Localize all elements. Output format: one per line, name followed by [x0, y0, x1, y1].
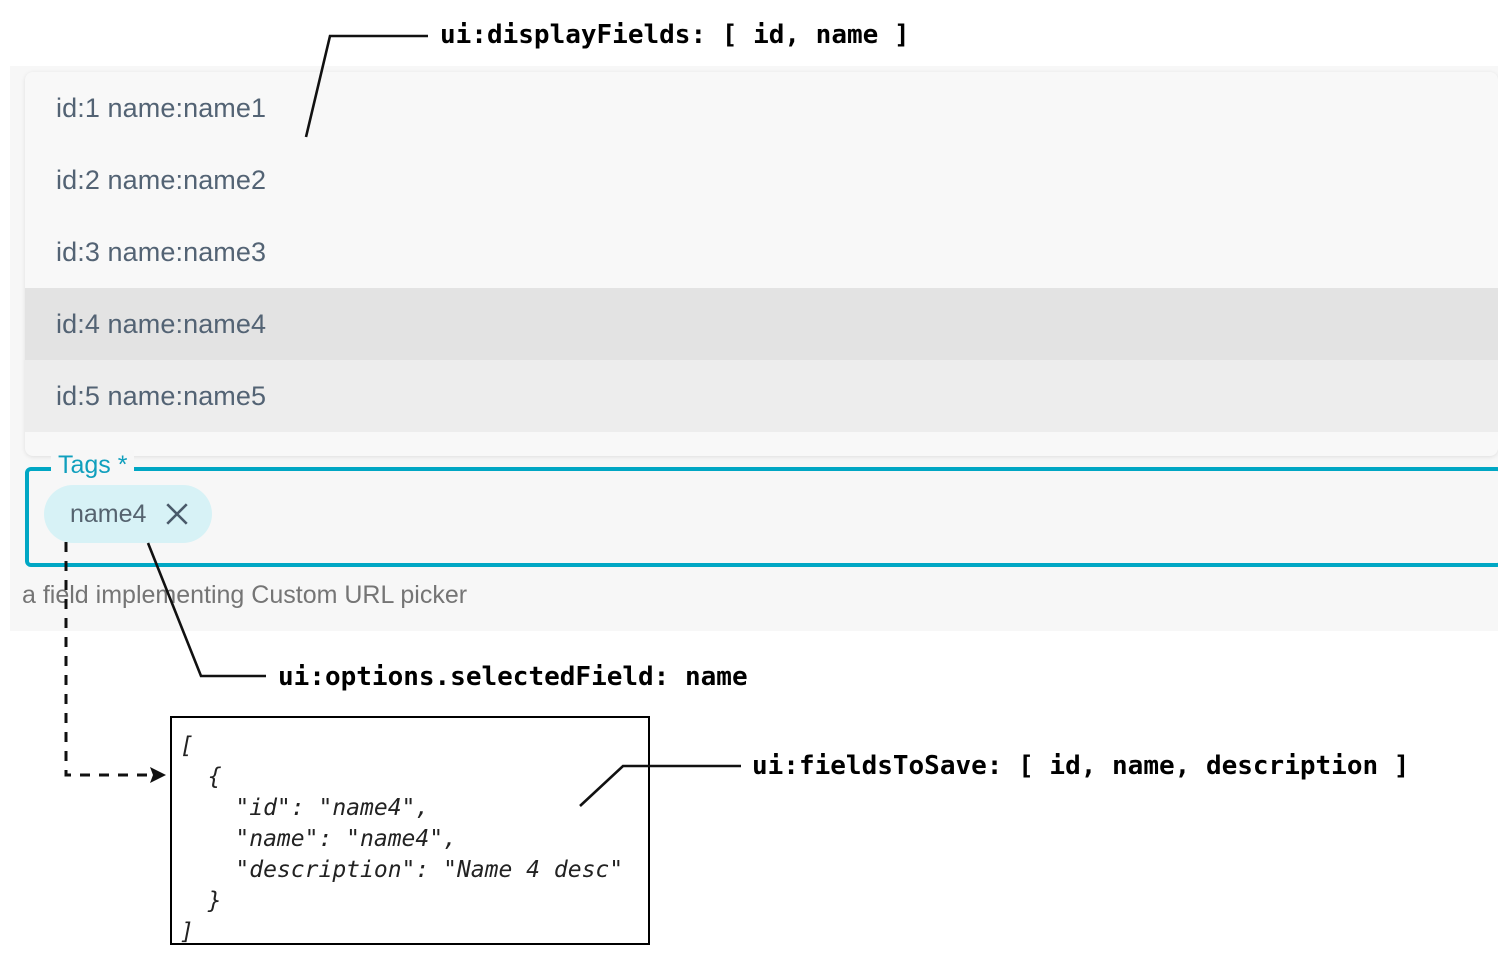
custom-url-picker-list[interactable]: id:1 name:name1 id:2 name:name2 id:3 nam…: [25, 72, 1498, 456]
annotation-fields-to-save: ui:fieldsToSave: [ id, name, description…: [752, 751, 1410, 781]
list-item[interactable]: id:3 name:name3: [56, 237, 267, 267]
saved-value-json-box: [ { "id": "name4", "name": "name4", "des…: [170, 716, 650, 945]
annotation-selected-field: ui:options.selectedField: name: [278, 662, 748, 692]
list-item[interactable]: id:2 name:name2: [56, 165, 267, 195]
list-item[interactable]: id:1 name:name1: [56, 93, 267, 123]
tags-field-helper-text: a field implementing Custom URL picker: [22, 581, 468, 609]
dashed-flow-arrowhead: [150, 767, 166, 783]
tags-field-label: Tags *: [51, 450, 135, 480]
saved-value-json-code: [ { "id": "name4", "name": "name4", "des…: [180, 733, 624, 945]
tags-field-outline: [25, 467, 1498, 567]
tags-field[interactable]: Tags * name4: [25, 450, 1498, 567]
close-icon[interactable]: [164, 501, 190, 527]
annotation-display-fields: ui:displayFields: [ id, name ]: [440, 20, 910, 50]
tag-chip-label: name4: [70, 499, 147, 528]
list-item-selected[interactable]: id:4 name:name4: [25, 288, 1498, 360]
list-item[interactable]: id:5 name:name5: [25, 360, 1498, 432]
tag-chip[interactable]: name4: [44, 485, 213, 543]
